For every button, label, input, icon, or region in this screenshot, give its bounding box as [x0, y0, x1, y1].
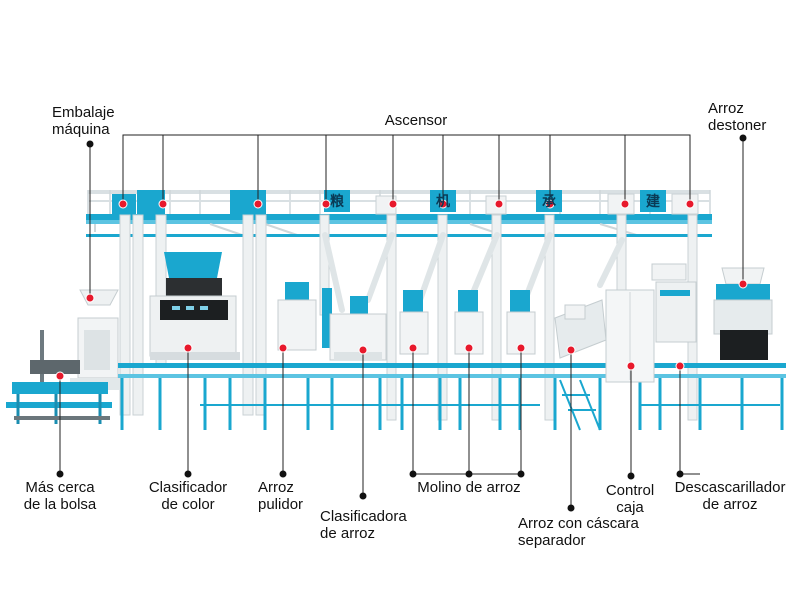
label-elevator: Ascensor — [370, 112, 462, 129]
label-control-box: Control caja — [592, 482, 668, 516]
label-husker: Descascarillador de arroz — [662, 479, 798, 513]
label-husker-line2: de arroz — [702, 496, 758, 513]
lower-platform — [118, 363, 786, 430]
end-dots — [56, 134, 747, 512]
bag-conveyor — [6, 382, 112, 424]
label-packing-line2: máquina — [52, 121, 110, 138]
label-destoner-line2: destoner — [708, 117, 767, 134]
label-color-sorter: Clasificador de color — [132, 479, 244, 513]
marker-dots — [55, 199, 748, 381]
label-control-box-line1: Control — [605, 482, 655, 499]
rice-polisher — [277, 282, 332, 351]
banner-char-4: 建 — [646, 193, 660, 210]
label-polisher: Arroz pulidor — [258, 479, 303, 513]
banner-char-1: 粮 — [330, 193, 345, 210]
label-color-sorter-line2: de color — [161, 496, 215, 513]
label-packing-line1: Embalaje — [52, 104, 115, 121]
label-destoner-line1: Arroz — [708, 100, 744, 117]
rice-husker — [651, 263, 697, 343]
packing-machine — [30, 289, 120, 390]
label-bag-closer-line2: de la bolsa — [23, 496, 97, 513]
label-paddy-separator-line1: Arroz con cáscara — [518, 515, 639, 532]
label-destoner: Arroz destoner — [708, 100, 766, 134]
label-grader-line2: de arroz — [320, 525, 376, 542]
label-polisher-line1: Arroz — [258, 479, 294, 496]
label-packing-machine: Embalaje máquina — [52, 104, 115, 138]
label-paddy-separator-line2: separador — [518, 532, 586, 549]
label-polisher-line2: pulidor — [258, 496, 304, 513]
label-husker-line1: Descascarillador — [674, 479, 786, 496]
rice-grader — [329, 296, 387, 361]
label-color-sorter-line1: Clasificador — [148, 479, 228, 496]
label-control-box-line2: caja — [616, 499, 644, 516]
paddy-separator — [554, 299, 607, 431]
label-bag-closer: Más cerca de la bolsa — [6, 479, 114, 513]
chutes — [322, 232, 625, 313]
color-sorter — [149, 252, 240, 360]
label-elevator-text: Ascensor — [384, 112, 448, 129]
label-whitener-text: Molino de arroz — [417, 479, 521, 496]
banner-char-2: 机 — [436, 193, 450, 210]
label-bag-closer-line1: Más cerca — [25, 479, 95, 496]
label-grader-line1: Clasificadora — [320, 508, 407, 525]
banner-characters: 粮 机 承 建 — [330, 193, 660, 210]
upper-walkway — [86, 190, 712, 237]
label-grader: Clasificadora de arroz — [320, 508, 407, 542]
label-paddy-separator: Arroz con cáscara separador — [518, 515, 639, 549]
label-whitener: Molino de arroz — [398, 479, 540, 496]
banner-char-3: 承 — [542, 194, 556, 210]
elevator-columns — [119, 214, 698, 421]
